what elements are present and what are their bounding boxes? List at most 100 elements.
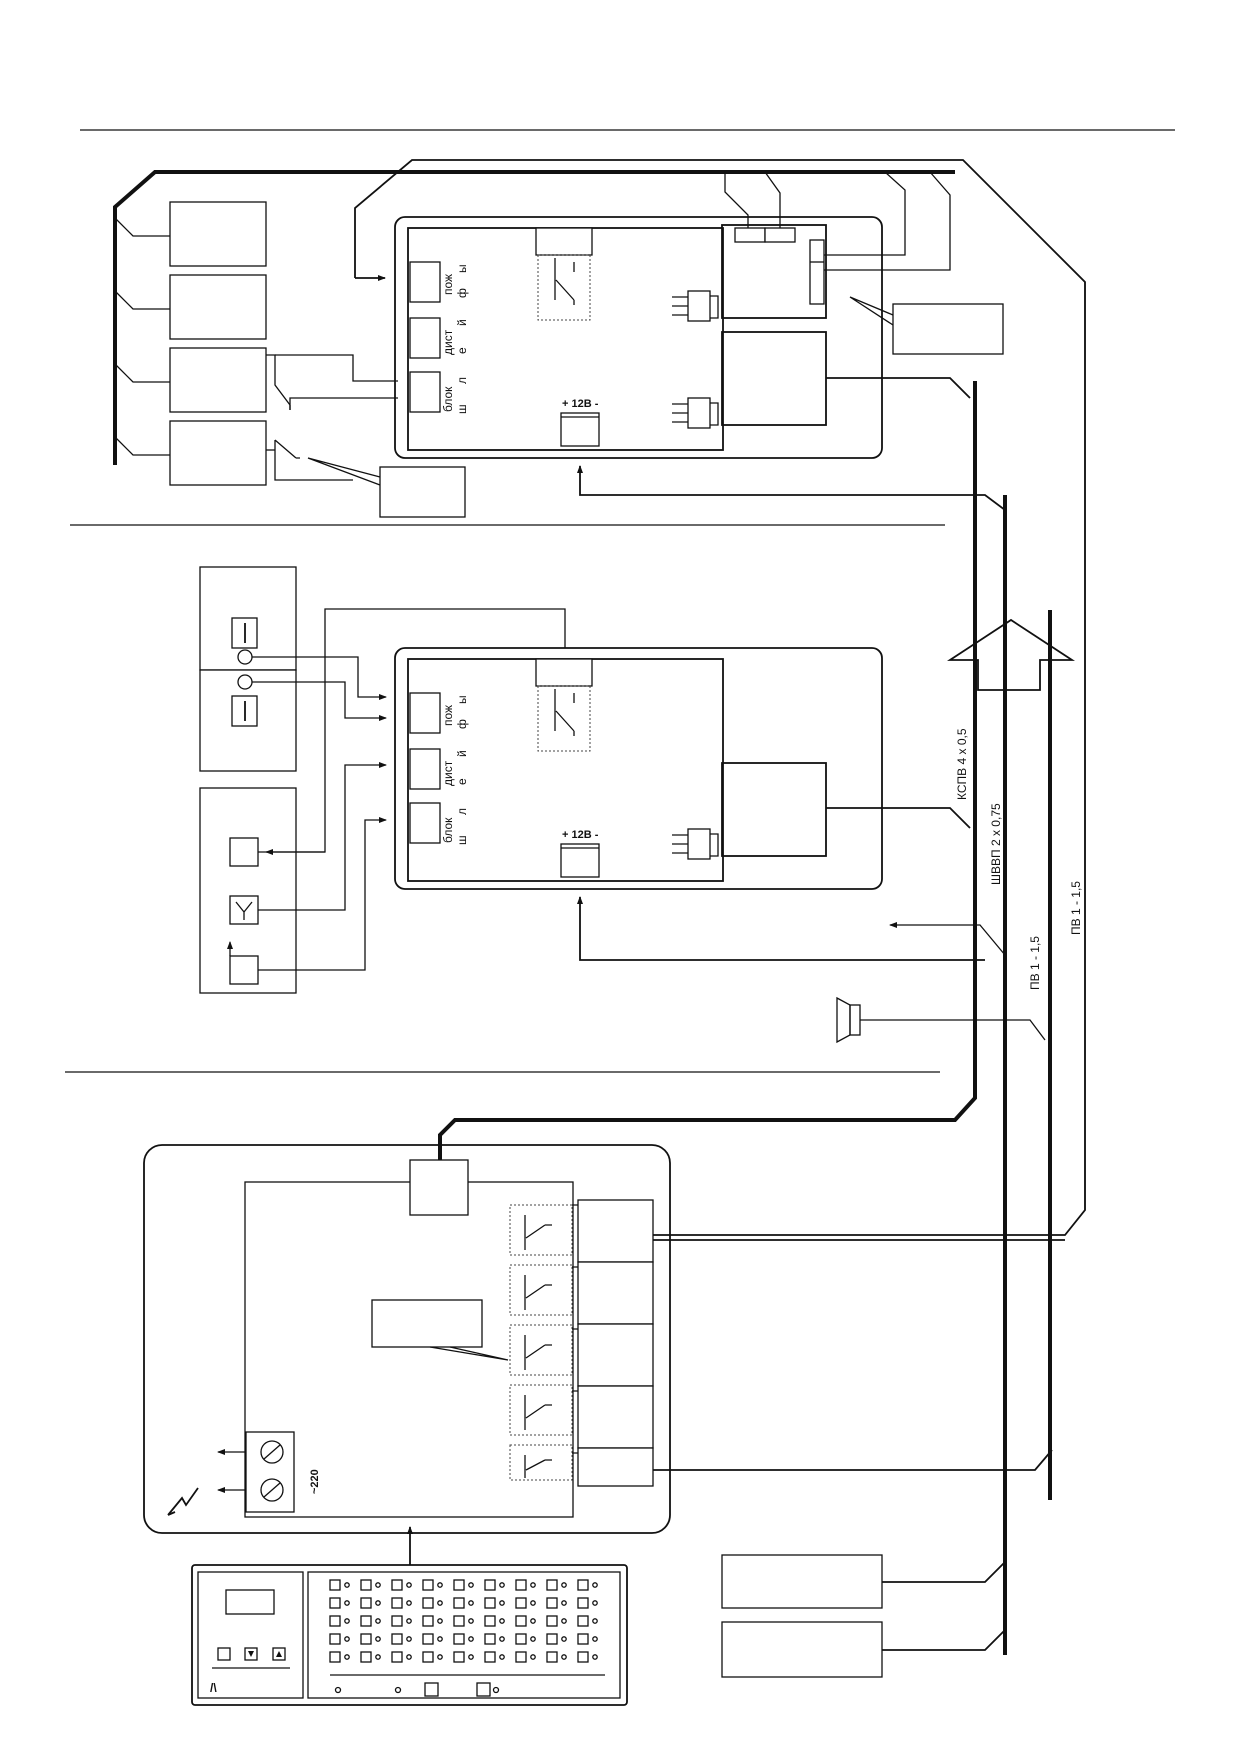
power-terminal-1 — [560, 412, 600, 447]
keypad-led — [499, 1654, 505, 1660]
keypad-led — [561, 1618, 567, 1624]
keypad-led — [561, 1600, 567, 1606]
keypad-key — [422, 1579, 434, 1591]
keypad-key — [577, 1633, 589, 1645]
keypad-key — [329, 1615, 341, 1627]
keypad-key — [391, 1633, 403, 1645]
terminal-block-dist-2 — [409, 748, 441, 790]
keypad-key — [422, 1615, 434, 1627]
section-2: пож дист блок ш л е й ф ы + 12В - — [199, 566, 1076, 1044]
relay-1 — [535, 227, 593, 256]
keypad-key — [546, 1651, 558, 1663]
keypad-btn-1 — [217, 1647, 231, 1661]
keypad-key — [546, 1633, 558, 1645]
network-cable — [438, 381, 977, 1160]
keypad-key — [329, 1633, 341, 1645]
sensor-2-node — [237, 674, 253, 690]
sub-module-2 — [721, 762, 827, 857]
keypad-key — [422, 1633, 434, 1645]
connector-2 — [672, 828, 719, 860]
label-shleyf-1c: е — [455, 347, 469, 354]
keypad-led — [344, 1582, 350, 1588]
module-box-1 — [169, 201, 267, 267]
keypad-key — [515, 1651, 527, 1663]
keypad-led — [468, 1618, 474, 1624]
label-dist-2: дист — [441, 760, 455, 786]
keypad-key — [484, 1633, 496, 1645]
keypad-led — [592, 1636, 598, 1642]
cable-label-pv-outer: ПВ 1 - 1,5 — [1069, 881, 1083, 935]
keypad-key — [360, 1615, 372, 1627]
keypad-led — [406, 1600, 412, 1606]
keypad-key — [546, 1597, 558, 1609]
keypad-key — [329, 1579, 341, 1591]
keypad-led — [468, 1582, 474, 1588]
terminal-block-blok-2 — [409, 802, 441, 844]
keypad-led — [406, 1582, 412, 1588]
keypad-key — [391, 1651, 403, 1663]
keypad-key — [360, 1597, 372, 1609]
keypad-led — [406, 1618, 412, 1624]
keypad-key — [577, 1579, 589, 1591]
keypad-led — [344, 1636, 350, 1642]
keypad-device: /\ — [191, 1564, 628, 1706]
keypad-led — [530, 1654, 536, 1660]
network-module — [409, 1159, 469, 1216]
keypad-display — [225, 1589, 275, 1615]
callout-box-2 — [892, 303, 1004, 355]
keypad-led — [375, 1618, 381, 1624]
mains-label: ~220 — [309, 1469, 321, 1494]
keypad-led — [499, 1582, 505, 1588]
keypad-key — [515, 1615, 527, 1627]
keypad-led — [437, 1582, 443, 1588]
label-shleyf-2e: ф — [455, 719, 469, 729]
keypad-led — [375, 1600, 381, 1606]
keypad-key — [453, 1579, 465, 1591]
screw-terminal-2 — [260, 1478, 284, 1502]
keypad-led — [561, 1582, 567, 1588]
keypad-led — [375, 1582, 381, 1588]
vertical-cables: КСПВ 4 х 0,5 ШВВП 2 х 0,75 ПВ 1 - 1,5 ПВ… — [955, 282, 1086, 1655]
keypad-key — [329, 1597, 341, 1609]
keypad-led — [406, 1654, 412, 1660]
label-shleyf-2d: й — [455, 750, 469, 757]
contact-switch — [266, 354, 353, 481]
peripheral-box-2 — [721, 1621, 883, 1678]
keypad-led — [592, 1600, 598, 1606]
label-pozh-1: пож — [441, 274, 455, 295]
keypad-led — [561, 1636, 567, 1642]
keypad-led — [344, 1600, 350, 1606]
keypad-led — [592, 1618, 598, 1624]
keypad-led — [561, 1654, 567, 1660]
label-shleyf-1e: ф — [455, 288, 469, 298]
callout-box-3 — [371, 1299, 483, 1348]
power-label-2: + 12В - — [562, 829, 599, 841]
keypad-key — [453, 1633, 465, 1645]
module-box-2 — [169, 274, 267, 340]
sub-module-1b — [721, 331, 827, 426]
terminal-block-dist-1 — [409, 317, 441, 359]
connector-1a — [672, 290, 719, 322]
keypad-led — [437, 1600, 443, 1606]
label-shleyf-1b: л — [455, 377, 469, 384]
cable-label-shvvp: ШВВП 2 х 0,75 — [989, 803, 1003, 885]
keypad-led — [499, 1636, 505, 1642]
keypad-led — [499, 1618, 505, 1624]
section-1: пож дист блок ш л е й ф ы + 12В - — [113, 159, 1086, 1236]
keypad-key — [546, 1615, 558, 1627]
keypad-key — [484, 1597, 496, 1609]
keypad-key — [577, 1597, 589, 1609]
keypad-key — [453, 1615, 465, 1627]
terminal-block-pozh-1 — [409, 261, 441, 303]
label-shleyf-2c: е — [455, 778, 469, 785]
relay-column — [509, 1204, 573, 1481]
keypad-led — [437, 1618, 443, 1624]
keypad-led — [344, 1618, 350, 1624]
keypad-key — [515, 1579, 527, 1591]
keypad-grid — [329, 1579, 598, 1663]
terminal-block-pozh-2 — [409, 692, 441, 734]
keypad-led — [530, 1636, 536, 1642]
module-box-3 — [169, 347, 267, 413]
connector-1b — [672, 397, 719, 429]
